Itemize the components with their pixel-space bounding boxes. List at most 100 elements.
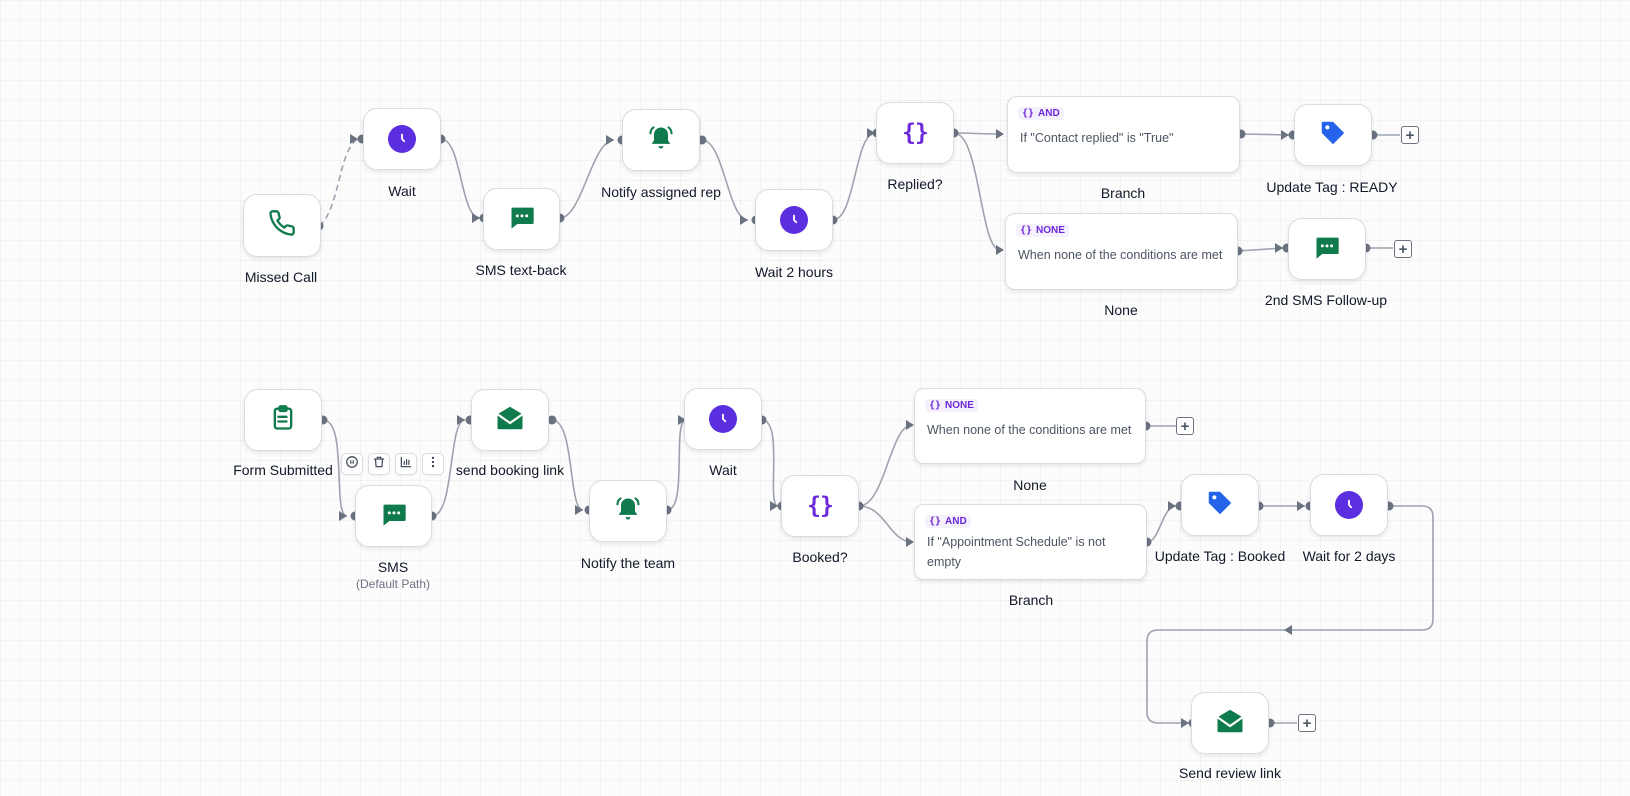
wait-node-2[interactable] — [684, 388, 762, 450]
branch-and-card-2[interactable]: {}AND If "Appointment Schedule" is not e… — [914, 504, 1147, 580]
edge — [1146, 505, 1434, 724]
stats-icon — [399, 455, 413, 474]
replied-label: Replied? — [887, 176, 943, 192]
clock-icon — [780, 206, 808, 234]
missed-call-label: Missed Call — [244, 269, 318, 285]
message-icon — [508, 203, 536, 236]
add-step-button[interactable]: + — [1401, 126, 1419, 144]
add-step-button[interactable]: + — [1394, 240, 1412, 258]
arrowhead — [606, 135, 614, 145]
edge — [559, 139, 615, 219]
wait-2-hours-node[interactable] — [755, 189, 833, 251]
sms-textback-node[interactable] — [483, 188, 560, 250]
none-label-2: None — [1013, 477, 1047, 493]
arrowhead — [339, 511, 347, 521]
edge — [953, 132, 1001, 135]
booked-condition-node[interactable]: {} — [781, 475, 859, 537]
default-path-label: (Default Path) — [355, 577, 431, 591]
clipboard-icon — [269, 404, 297, 437]
more-button[interactable] — [422, 453, 444, 475]
none-label: None — [1104, 302, 1138, 318]
wait-2-days-label: Wait for 2 days — [1302, 548, 1396, 564]
message-icon — [1313, 233, 1341, 266]
braces-icon: {} — [1022, 108, 1035, 119]
notify-rep-label: Notify assigned rep — [601, 184, 721, 200]
form-submitted-label: Form Submitted — [233, 462, 333, 478]
arrowhead — [1181, 718, 1189, 728]
delete-button[interactable] — [368, 453, 390, 475]
missed-call-node[interactable] — [243, 194, 321, 257]
tag-icon — [1318, 118, 1348, 153]
none-badge: {}NONE — [1016, 224, 1069, 237]
bell-icon — [614, 495, 642, 528]
bell-icon — [647, 124, 675, 157]
sms-followup-node[interactable] — [1288, 218, 1366, 280]
wait-2-days-node[interactable] — [1310, 474, 1388, 536]
send-booking-link-node[interactable] — [471, 389, 549, 451]
arrowhead — [350, 134, 358, 144]
mail-icon — [1215, 706, 1245, 741]
branch-condition: If "Contact replied" is "True" — [1020, 131, 1174, 145]
braces-icon: {} — [902, 120, 929, 146]
send-review-link-node[interactable] — [1191, 692, 1269, 754]
arrowhead — [867, 128, 875, 138]
update-tag-booked-label: Update Tag : Booked — [1154, 548, 1286, 564]
arrowhead — [457, 415, 465, 425]
arrowhead — [996, 245, 1004, 255]
notify-team-label: Notify the team — [580, 555, 676, 571]
branch-label: Branch — [1100, 185, 1146, 201]
more-icon — [426, 455, 440, 474]
notify-team-node[interactable] — [589, 480, 667, 542]
none-badge: {}NONE — [925, 399, 978, 412]
branch-and-card[interactable]: {}AND If "Contact replied" is "True" — [1007, 96, 1240, 173]
branch-condition: When none of the conditions are met — [1018, 248, 1223, 262]
pause-icon — [345, 455, 359, 474]
wait-label-2: Wait — [709, 462, 737, 478]
edge — [953, 132, 1001, 251]
phone-icon — [268, 209, 296, 242]
add-step-button[interactable]: + — [1298, 714, 1316, 732]
edge — [761, 419, 779, 507]
booked-label: Booked? — [792, 549, 848, 565]
branch-condition: If "Appointment Schedule" is not empty — [927, 535, 1106, 569]
mail-icon — [495, 403, 525, 438]
edge — [832, 132, 876, 221]
arrowhead — [575, 505, 583, 515]
clock-icon — [388, 125, 416, 153]
edge — [701, 139, 749, 221]
message-icon — [380, 500, 408, 533]
arrowhead — [1281, 130, 1289, 140]
sms-followup-label: 2nd SMS Follow-up — [1264, 292, 1388, 308]
wait-node[interactable] — [363, 108, 441, 170]
edge — [318, 138, 359, 227]
notify-rep-node[interactable] — [622, 109, 700, 171]
braces-icon: {} — [807, 493, 834, 519]
arrowhead — [906, 420, 914, 430]
send-booking-link-label: send booking link — [455, 462, 565, 478]
arrowhead — [770, 501, 778, 511]
branch-none-card[interactable]: {}NONE When none of the conditions are m… — [1005, 213, 1238, 290]
branch-condition: When none of the conditions are met — [927, 423, 1132, 437]
arrowhead — [740, 215, 748, 225]
and-badge: {}AND — [925, 515, 971, 528]
edge — [1240, 133, 1291, 136]
arrowhead — [906, 537, 914, 547]
form-submitted-node[interactable] — [244, 389, 322, 451]
edge — [1237, 247, 1284, 252]
update-tag-booked-node[interactable] — [1181, 474, 1259, 536]
edge — [1146, 505, 1177, 543]
pause-button[interactable] — [341, 453, 363, 475]
sms-textback-label: SMS text-back — [475, 262, 567, 278]
clock-icon — [1335, 491, 1363, 519]
sms-node[interactable] — [355, 485, 432, 547]
replied-condition-node[interactable]: {} — [876, 102, 954, 164]
wait-label: Wait — [388, 183, 416, 199]
tag-icon — [1205, 488, 1235, 523]
update-tag-ready-node[interactable] — [1294, 104, 1372, 166]
edge — [858, 424, 913, 507]
add-step-button[interactable]: + — [1176, 417, 1194, 435]
stats-button[interactable] — [395, 453, 417, 475]
branch-none-card-2[interactable]: {}NONE When none of the conditions are m… — [914, 388, 1146, 464]
arrowhead — [996, 129, 1004, 139]
arrowhead — [1275, 243, 1283, 253]
